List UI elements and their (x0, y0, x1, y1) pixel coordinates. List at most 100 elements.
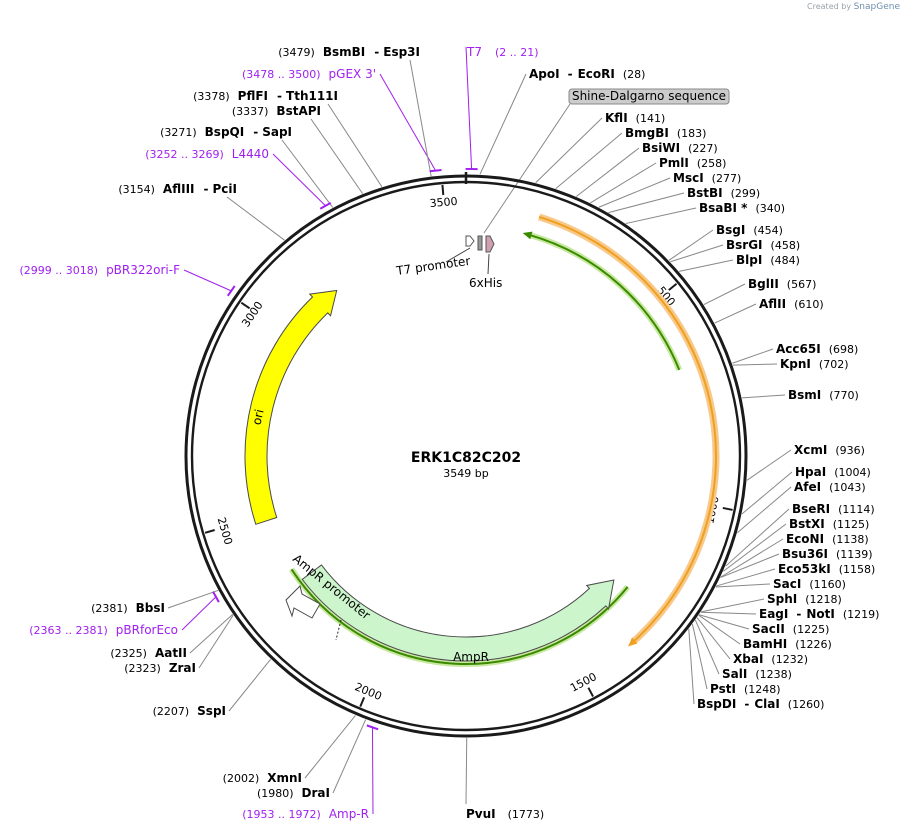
site-position: (484) (770, 254, 800, 267)
site-name: EagI (759, 607, 788, 621)
site-name: HpaI (795, 465, 826, 479)
credit-brand: SnapGene (853, 2, 900, 12)
ampr-promoter-boundary (335, 619, 342, 641)
site-position: (1980) (257, 787, 294, 800)
site-name-separator: - (204, 182, 209, 196)
primer-label-t7: T7(2 .. 21) (466, 45, 539, 59)
site-label-xbai: XbaI(1232) (733, 652, 808, 666)
primer-label-pgex-3: (3478 .. 3500)pGEX 3' (242, 67, 376, 81)
site-name: SacII (752, 622, 785, 636)
primer-label-pbr322ori-f: (2999 .. 3018)pBR322ori-F (20, 263, 181, 277)
site-label-bsmbi: Esp3I-BsmBI(3479) (278, 45, 420, 59)
orf-orange-halo (538, 213, 720, 645)
site-label-bsmi: BsmI(770) (788, 388, 859, 402)
site-name: ZraI (169, 661, 196, 675)
orf-orange-line (538, 215, 717, 643)
site-label-afei: AfeI(1043) (794, 480, 866, 494)
site-label-bsrgi: BsrGI(458) (726, 238, 800, 252)
site-name: XmnI (267, 771, 302, 785)
site-name: BstBI (687, 186, 723, 200)
orf-orange-arrowhead (628, 637, 638, 647)
site-label-msci: MscI(277) (673, 171, 741, 185)
site-label-bglii: BglII(567) (748, 277, 816, 291)
site-name: BlpI (736, 253, 762, 267)
site-label-afliii: PciI-AflIII(3154) (118, 182, 237, 196)
site-leader-sali (694, 619, 720, 675)
primer-name: pBRforEco (116, 623, 178, 637)
site-name: BstAPI (276, 104, 321, 118)
site-name: ApoI (529, 67, 560, 81)
site-label-bspqi: SapI-BspQI(3271) (160, 125, 292, 139)
site-leader-bspqi (281, 139, 334, 208)
site-name2: Tth111I (286, 89, 338, 103)
site-name: Acc65I (776, 342, 821, 356)
site-position: (2381) (91, 602, 128, 615)
site-name: BsiWI (642, 141, 680, 155)
primer-marker-pbrforeco (212, 591, 220, 603)
site-position: (1219) (843, 608, 880, 621)
primer-leader-pgex-3 (379, 73, 437, 171)
site-name: BstXI (789, 517, 825, 531)
site-label-bseri: BseRI(1114) (792, 502, 875, 516)
site-leader-bsgi (668, 229, 714, 261)
site-name: PstI (710, 682, 736, 696)
tick-label-2500: 2500 (215, 516, 235, 547)
site-name: SacI (773, 577, 801, 591)
site-name: BglII (748, 277, 779, 291)
site-label-econi: EcoNI(1138) (786, 532, 869, 546)
site-name: SspI (197, 704, 226, 718)
snapgene-credit: Created by SnapGene (807, 2, 900, 12)
site-position: (277) (712, 172, 742, 185)
orf-green-line-bottom (290, 568, 629, 665)
site-leader-bsmi (741, 394, 786, 399)
site-label-bstapi: BstAPI(3337) (232, 104, 321, 118)
site-name: AflII (759, 297, 786, 311)
site-leader-afliii (226, 196, 285, 241)
plasmid-length: 3549 bp (443, 467, 488, 480)
site-name: AfeI (794, 480, 821, 494)
feature-shine-dalgarno-box (568, 88, 730, 105)
primer-leader-l4440 (272, 153, 326, 207)
site-position: (2002) (223, 772, 260, 785)
site-position: (698) (829, 343, 859, 356)
site-leader-bspdi (688, 628, 695, 705)
site-leader-apoi (479, 73, 527, 175)
site-position: (3479) (278, 46, 315, 59)
site-leader-xbai (696, 617, 731, 660)
site-name: BsaBI * (699, 201, 748, 215)
site-leader-lines (167, 46, 793, 815)
primer-name: pGEX 3' (329, 67, 376, 81)
primer-leader-pbrforeco (181, 596, 217, 631)
site-name-separator: - (568, 67, 573, 81)
site-position: (936) (835, 444, 865, 457)
site-leader-bsu36i (720, 553, 780, 579)
site-label-blpi: BlpI (484) (736, 253, 800, 267)
site-name: AatII (155, 646, 187, 660)
site-label-bstbi: BstBI(299) (687, 186, 760, 200)
site-name: BseRI (792, 502, 830, 516)
site-name: XbaI (733, 652, 763, 666)
feature-6xhis-label: 6xHis (469, 276, 502, 290)
site-position: (1248) (744, 683, 781, 696)
tick-mark-1500 (587, 687, 594, 697)
site-labels: T7(2 .. 21)(3478 .. 3500)pGEX 3'(3252 ..… (20, 45, 880, 821)
site-position: (1225) (793, 623, 830, 636)
primer-leader-t7 (465, 46, 473, 170)
tick-mark-3000 (240, 301, 251, 310)
site-leader-bstxi (723, 523, 787, 572)
site-leader-eagi (700, 611, 757, 615)
site-label-drai: DraI(1980) (257, 786, 330, 800)
site-label-bsgi: BsgI(454) (716, 223, 783, 237)
site-position: (1004) (834, 466, 871, 479)
site-label-apoi: ApoI-EcoRI(28) (529, 67, 645, 81)
site-name2: SapI (262, 125, 292, 139)
site-leader-aatii (189, 613, 233, 654)
site-name2: PciI (213, 182, 238, 196)
primer-marker-amp-r (366, 724, 379, 731)
site-name: BsmI (788, 388, 821, 402)
site-position: (1238) (755, 668, 792, 681)
primer-label-pbrforeco: (2363 .. 2381)pBRforEco (29, 623, 178, 637)
tick-label-3500: 3500 (429, 195, 458, 210)
site-position: (3271) (160, 126, 197, 139)
